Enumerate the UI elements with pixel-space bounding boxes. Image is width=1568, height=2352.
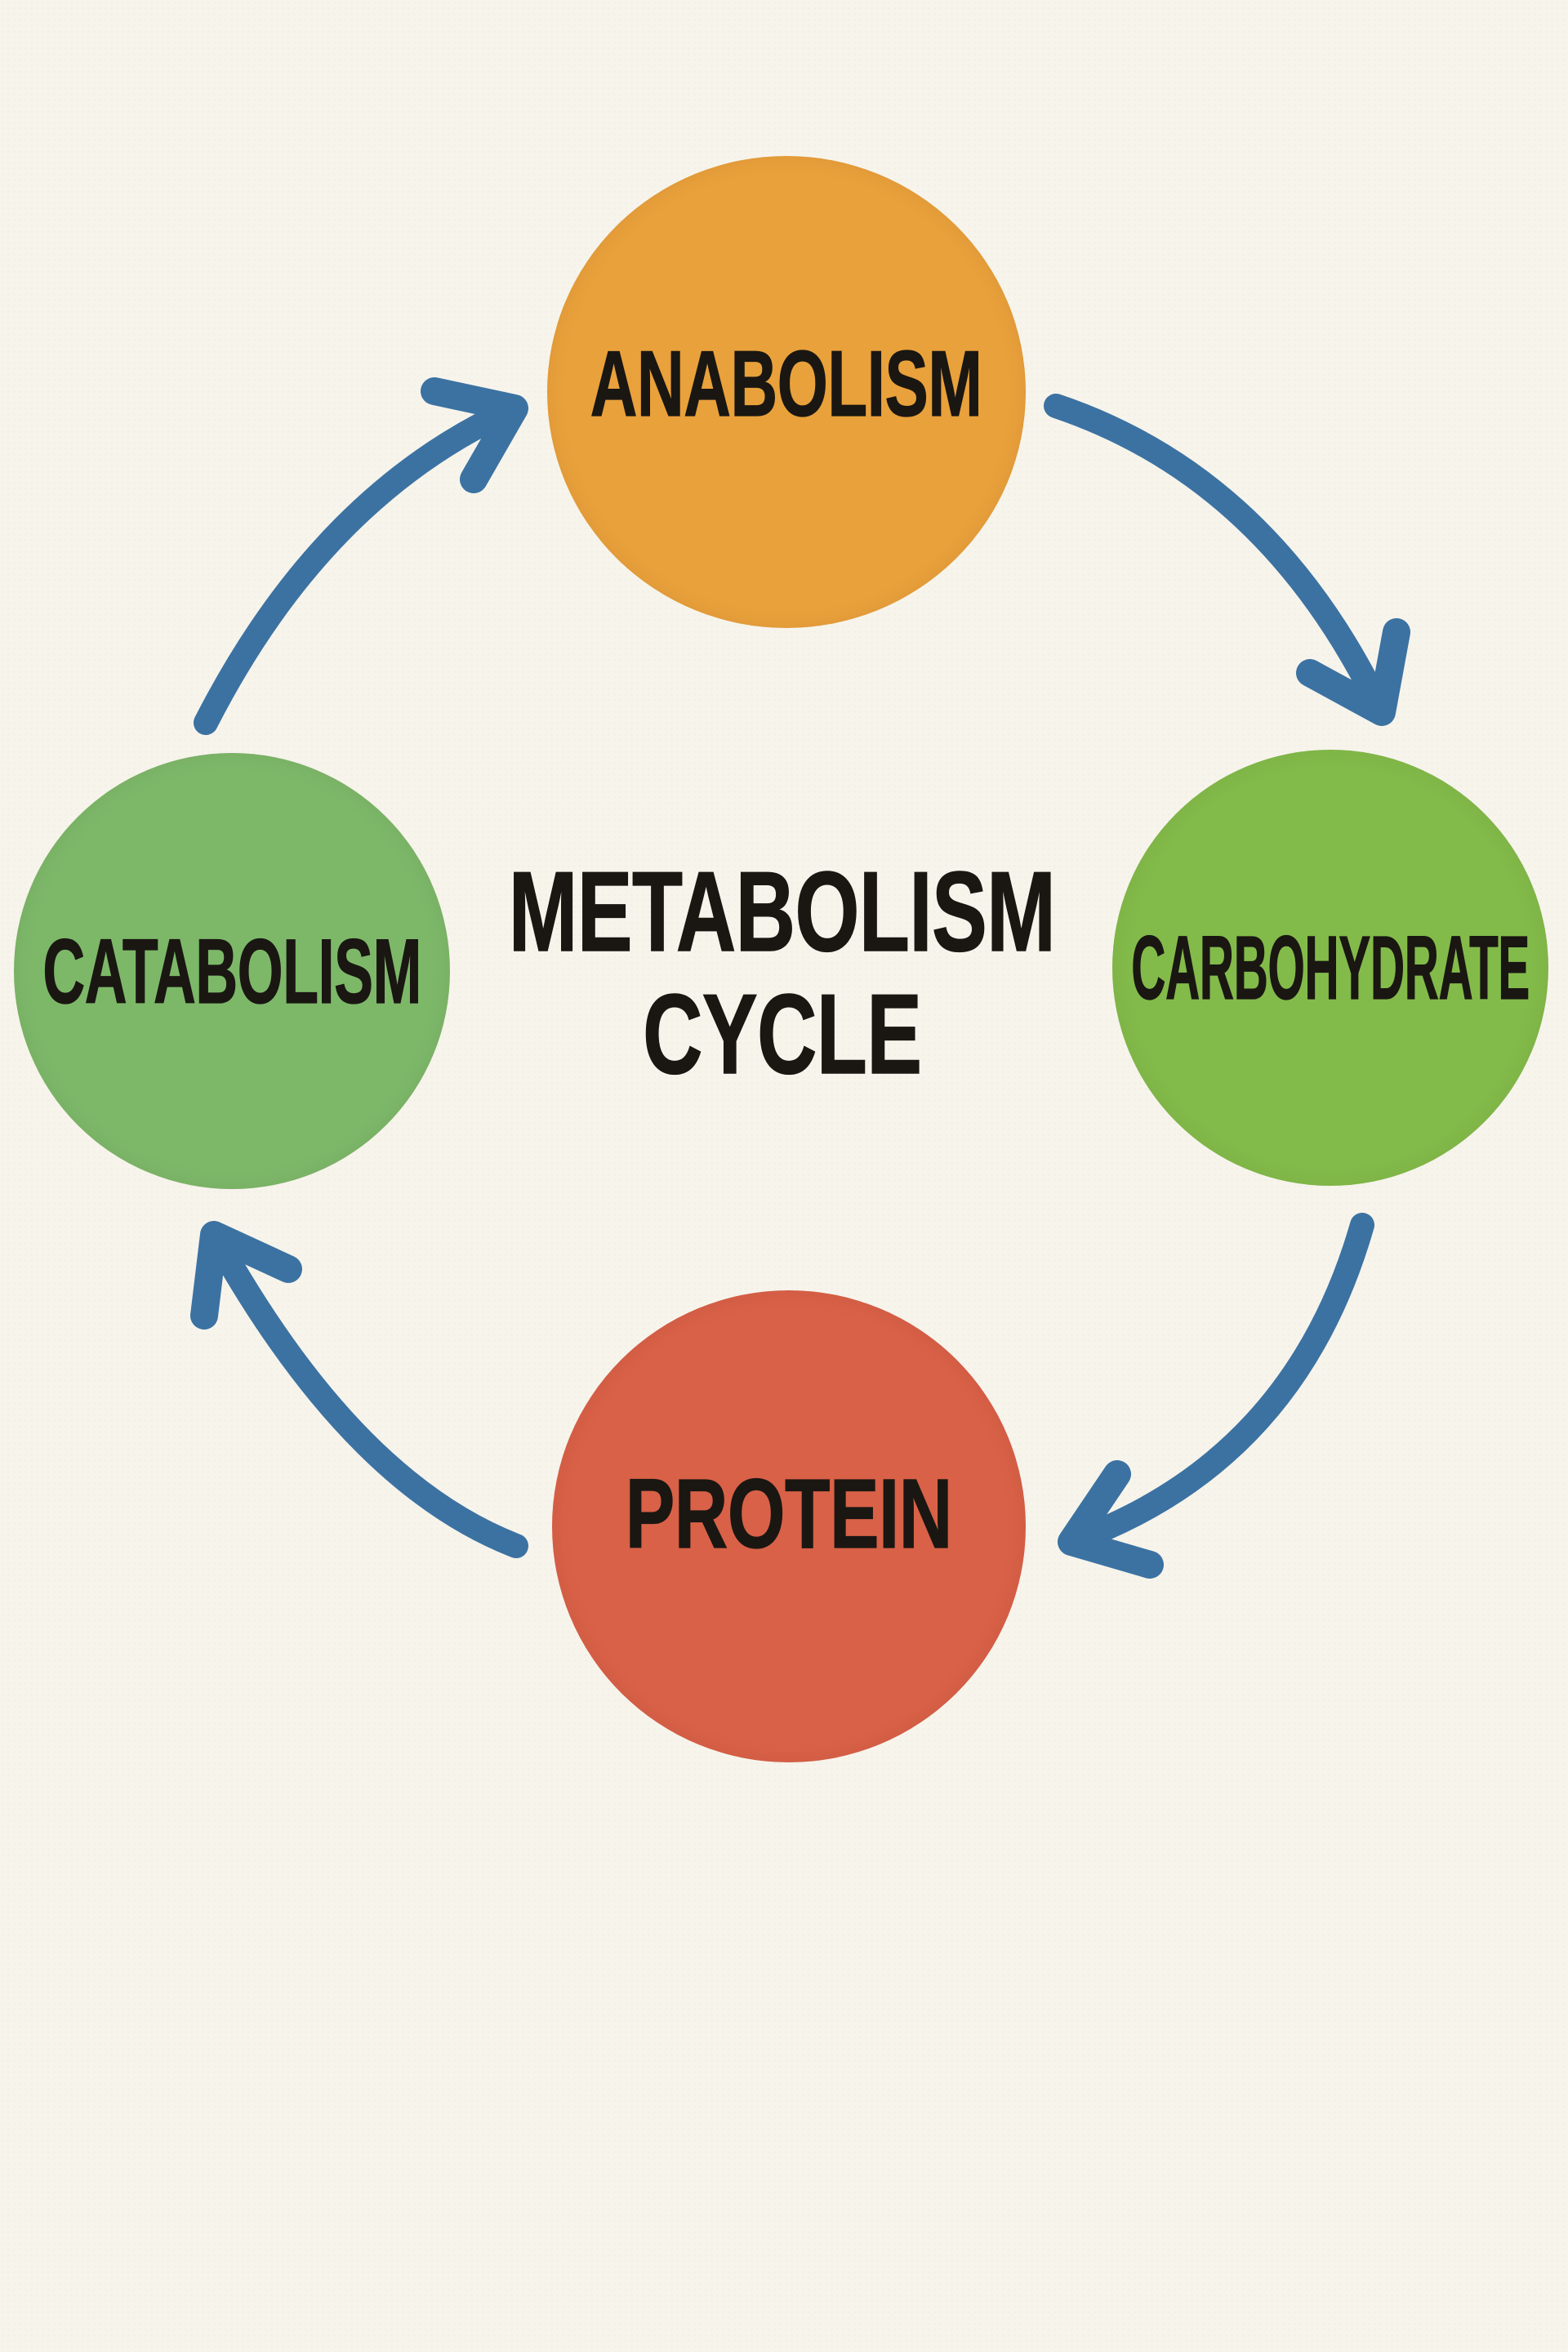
arrow-protein-to-catabolism (190, 1221, 528, 1558)
arrowhead-icon (190, 1221, 302, 1330)
arrow-catabolism-to-anabolism (194, 377, 528, 735)
node-carbohydrate: CARBOHYDRATE (1112, 750, 1548, 1186)
node-catabolism-label: CATABOLISM (42, 920, 422, 1022)
arrowhead-icon (421, 377, 528, 493)
node-protein-label: PROTEIN (625, 1457, 953, 1569)
diagram-title-line1-text: METABOLISM (509, 849, 1057, 975)
diagram-title: METABOLISM CYCLE (0, 849, 1565, 1098)
diagram-title-line1: METABOLISM (0, 849, 1565, 975)
arrow-anabolism-to-carbohydrate (1044, 394, 1410, 726)
arrowhead-icon (1296, 618, 1410, 726)
arrow-carbohydrate-to-protein (1058, 1213, 1374, 1579)
diagram-title-line2-text: CYCLE (643, 971, 923, 1098)
node-anabolism-label: ANABOLISM (590, 332, 983, 436)
arrowhead-icon (1058, 1460, 1164, 1579)
node-anabolism: ANABOLISM (547, 156, 1026, 628)
node-catabolism: CATABOLISM (14, 753, 450, 1189)
node-protein: PROTEIN (552, 1290, 1026, 1762)
arrow-group (190, 377, 1410, 1579)
diagram-title-line2: CYCLE (0, 971, 1565, 1098)
node-carbohydrate-label: CARBOHYDRATE (1131, 917, 1530, 1018)
